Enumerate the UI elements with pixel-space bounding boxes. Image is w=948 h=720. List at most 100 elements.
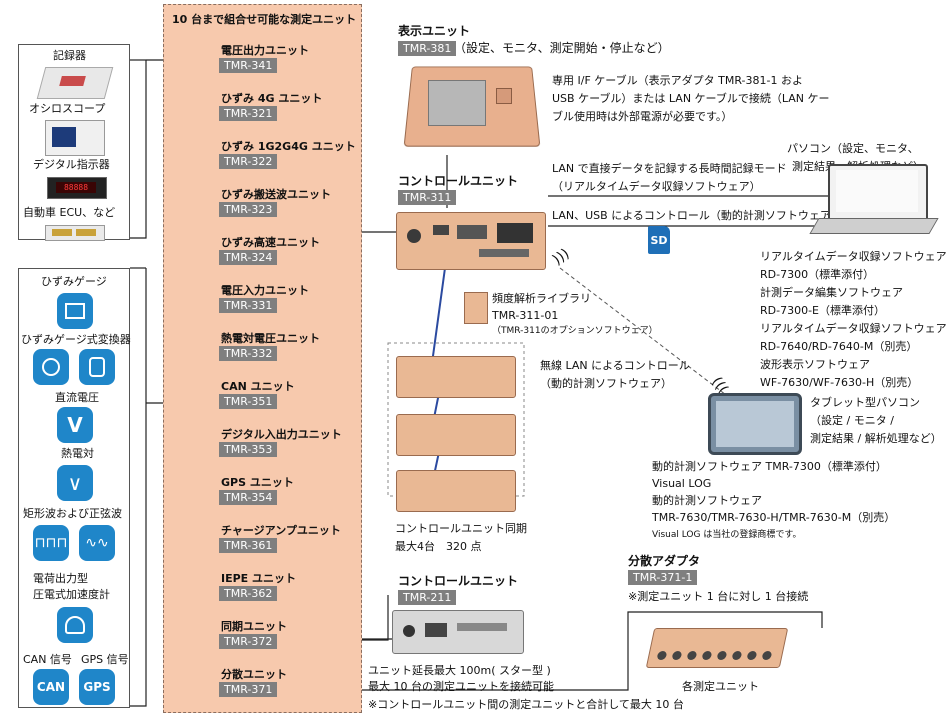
unit-code: TMR-371 (219, 682, 278, 697)
freq-lib-note: （TMR-311のオプションソフトウェア） (492, 326, 658, 336)
dist-adapter-title: 分散アダプタ (628, 554, 701, 568)
strain-gauge-label: ひずみゲージ (41, 275, 107, 288)
charge-output-label: 電荷出力型 (33, 572, 88, 585)
control-unit-311-device (396, 212, 546, 270)
pc-software-line: RD-7300（標準添付） (760, 268, 875, 281)
oscilloscope-label: オシロスコープ (29, 102, 106, 115)
pc-software-line: RD-7640/RD-7640-M（別売） (760, 340, 918, 353)
units-panel-title: 10 台まで組合せ可能な測定ユニット (172, 13, 357, 26)
synced-control-unit-2 (396, 414, 516, 456)
pc-software-line: 波形表示ソフトウェア (760, 358, 870, 371)
strain-transducer-label: ひずみゲージ式変換器 (21, 333, 131, 346)
thermocouple-icon: ∨ (57, 465, 93, 501)
dist-adapter-caption: 各測定ユニット (682, 680, 759, 693)
pc-software-line: 計測データ編集ソフトウェア (760, 286, 903, 299)
unit-name: 熱電対電圧ユニット (221, 332, 320, 345)
tablet-image (708, 393, 802, 455)
realtime-software-text: （リアルタイムデータ収録ソフトウェア） (552, 180, 761, 193)
piezo-accelerometer-label: 圧電式加速度計 (33, 588, 110, 601)
tablet-software-1: 動的計測ソフトウェア TMR-7300（標準添付） (652, 460, 887, 473)
tablet-label-line-3: 測定結果 / 解析処理など） (810, 432, 942, 445)
unit-code: TMR-353 (219, 442, 278, 457)
pulse-sine-label: 矩形波および正弦波 (23, 507, 122, 520)
dist-adapter-code: TMR-371-1 (628, 570, 698, 585)
unit-name: ひずみ搬送波ユニット (221, 188, 331, 201)
sync-text-1: コントロールユニット同期 (395, 522, 527, 535)
dc-voltage-icon: V (57, 407, 93, 443)
freq-lib-title: 頻度解析ライブラリ (492, 292, 591, 305)
freq-lib-icon (464, 292, 488, 324)
ecu-image (45, 225, 105, 241)
adapter-port (701, 651, 713, 660)
unit-name: ひずみ高速ユニット (221, 236, 320, 249)
tablet-software-2: Visual LOG (652, 477, 712, 490)
synced-control-unit-1 (396, 356, 516, 398)
control-unit-311-title: コントロールユニット (398, 174, 519, 188)
unit-name: 電圧入力ユニット (221, 284, 309, 297)
unit-code: TMR-372 (219, 634, 278, 649)
recorder-label: 記録器 (53, 49, 86, 62)
unit-name: CAN ユニット (221, 380, 295, 393)
digital-indicator-image: 88888 (47, 177, 107, 199)
dist-adapter-device (645, 628, 789, 668)
laptop-image (809, 158, 939, 244)
thermocouple-label: 熱電対 (61, 447, 94, 460)
unit-code: TMR-324 (219, 250, 278, 265)
can-icon: CAN (33, 669, 69, 705)
gps-signal-label: GPS 信号 (81, 653, 129, 666)
display-unit-title: 表示ユニット (398, 24, 471, 38)
pc-label-line-1: パソコン（設定、モニタ、 (787, 142, 919, 155)
sensors-box: ひずみゲージ ひずみゲージ式変換器 直流電圧 V 熱電対 ∨ 矩形波および正弦波… (18, 268, 131, 708)
adapter-port (671, 651, 683, 660)
trademark-note: Visual LOG は当社の登録商標です。 (652, 530, 802, 540)
max-units-note: 最大 10 台の測定ユニットを接続可能 (368, 680, 554, 693)
unit-name: 分散ユニット (221, 668, 287, 681)
adapter-port (761, 651, 773, 660)
freq-lib-code: TMR-311-01 (492, 309, 559, 322)
pc-software-line: WF-7630/WF-7630-H（別売） (760, 376, 919, 389)
adapter-port (716, 651, 728, 660)
unit-name: 同期ユニット (221, 620, 287, 633)
adapter-port (686, 651, 698, 660)
unit-code: TMR-354 (219, 490, 278, 505)
square-wave-icon: ⊓⊓⊓ (33, 525, 69, 561)
gps-icon: GPS (79, 669, 115, 705)
control-unit-211-title: コントロールユニット (398, 574, 519, 588)
unit-code: TMR-331 (219, 298, 278, 313)
displacement-transducer-icon (79, 349, 115, 385)
pc-software-line: リアルタイムデータ収録ソフトウェア (760, 322, 947, 335)
unit-code: TMR-341 (219, 58, 278, 73)
recorder-image (36, 67, 114, 99)
oscilloscope-image (45, 120, 105, 156)
control-unit-211-device (392, 610, 524, 654)
adapter-port (656, 651, 668, 660)
unit-name: GPS ユニット (221, 476, 294, 489)
strain-gauge-icon (57, 293, 93, 329)
adapter-port (746, 651, 758, 660)
lan-usb-control-text: LAN、USB によるコントロール（動的計測ソフトウェア） (552, 209, 842, 222)
pc-software-line: リアルタイムデータ収録ソフトウェア (760, 250, 947, 263)
unit-code: TMR-321 (219, 106, 278, 121)
pc-software-line: RD-7300-E（標準添付） (760, 304, 885, 317)
synced-control-unit-3 (396, 470, 516, 512)
unit-name: IEPE ユニット (221, 572, 297, 585)
control-unit-211-code: TMR-211 (398, 590, 457, 605)
unit-name: ひずみ 1G2G4G ユニット (221, 140, 356, 153)
sine-wave-icon: ∿∿ (79, 525, 115, 561)
unit-code: TMR-322 (219, 154, 278, 169)
unit-name: 電圧出力ユニット (221, 44, 309, 57)
unit-name: チャージアンプユニット (221, 524, 341, 537)
ecu-label: 自動車 ECU、など (23, 206, 116, 219)
unit-code: TMR-351 (219, 394, 278, 409)
unit-code: TMR-323 (219, 202, 278, 217)
cable-note-line-3: ブル使用時は外部電源が必要です。） (552, 110, 733, 123)
load-cell-icon (33, 349, 69, 385)
display-unit-code: TMR-381 (398, 41, 457, 56)
tablet-software-4: TMR-7630/TMR-7630-H/TMR-7630-M（別売） (652, 511, 896, 524)
adapter-port (731, 651, 743, 660)
control-unit-311-code: TMR-311 (398, 190, 457, 205)
tablet-label-line-1: タブレット型パソコン (810, 396, 920, 409)
tablet-software-3: 動的計測ソフトウェア (652, 494, 762, 507)
sd-card-icon: SD (648, 226, 670, 254)
